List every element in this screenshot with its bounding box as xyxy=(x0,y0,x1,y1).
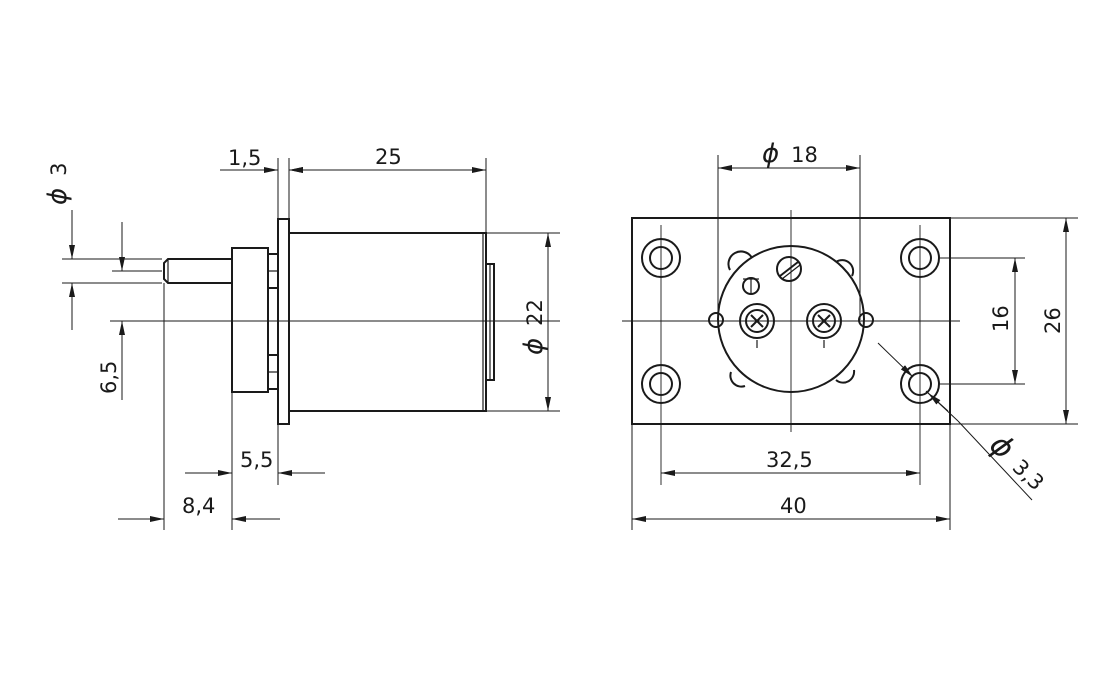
dim-label-16: 16 xyxy=(989,305,1013,332)
dim-label-phi18: ϕ 18 xyxy=(762,139,818,169)
leader-phi3-3-tail xyxy=(957,420,1033,501)
dim-label-25: 25 xyxy=(375,145,402,169)
mounting-flange xyxy=(277,218,290,425)
mounting-hole-bottom-left xyxy=(641,364,681,404)
dim-label-phi22: ϕ 22 xyxy=(519,299,549,355)
terminal-pin xyxy=(742,277,760,295)
mounting-hole-bottom-right xyxy=(900,364,940,404)
dim-label-40: 40 xyxy=(780,494,807,518)
mounting-hole-top-left xyxy=(641,238,681,278)
hub xyxy=(231,247,269,393)
dim-label-8-4: 8,4 xyxy=(182,494,215,518)
leader-phi3-3-mark xyxy=(927,392,949,412)
cross-screw-right xyxy=(806,303,842,348)
dim-label-phi3-3: ϕ 3,3 xyxy=(983,427,1055,497)
dim-label-26: 26 xyxy=(1041,307,1065,334)
leader-phi3-3-outer xyxy=(877,342,914,378)
dim-label-phi3: ϕ 3 xyxy=(43,162,73,205)
motor-lug-bottom-left xyxy=(729,371,746,388)
motor-lug-top-right xyxy=(835,259,855,277)
front-view: ϕ 18 16 26 32,5 40 ϕ 3,3 xyxy=(622,139,1078,530)
motor-tab-left xyxy=(708,312,724,328)
dim-label-1-5: 1,5 xyxy=(228,146,261,170)
dim-label-6-5: 6,5 xyxy=(97,361,121,394)
motor-lug-bottom-right xyxy=(835,369,856,384)
motor-lug-top-left xyxy=(727,250,753,271)
side-view: ϕ 3 6,5 1,5 25 ϕ 22 5,5 xyxy=(43,145,560,530)
cross-screw-left xyxy=(739,303,775,348)
dim-label-5-5: 5,5 xyxy=(240,448,273,472)
dim-label-32-5: 32,5 xyxy=(766,448,813,472)
shaft xyxy=(163,258,232,284)
motor-tab-right xyxy=(858,312,874,328)
motor-body xyxy=(288,232,487,412)
slotted-screw xyxy=(776,256,802,282)
mounting-hole-top-right xyxy=(900,238,940,278)
